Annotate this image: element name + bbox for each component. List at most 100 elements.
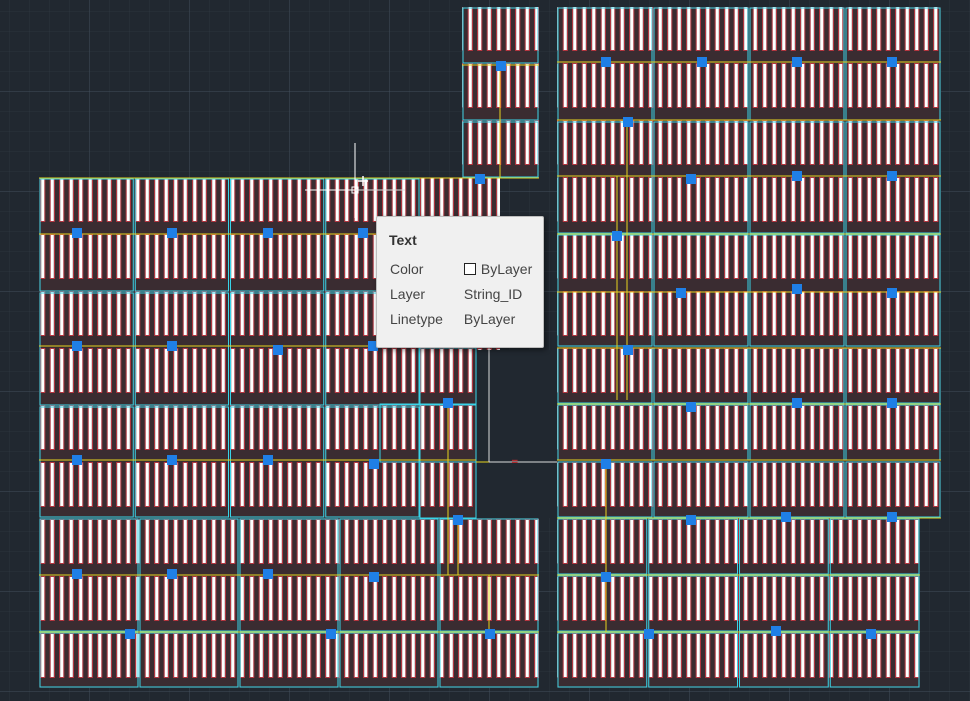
grip-handle[interactable] <box>72 341 82 351</box>
grip-handle[interactable] <box>453 515 463 525</box>
grip-handle[interactable] <box>125 629 135 639</box>
tooltip-title: Text <box>389 232 417 248</box>
block-boundary <box>39 632 139 688</box>
grip-handle[interactable] <box>443 398 453 408</box>
marker-glyph: = <box>511 457 519 467</box>
grip-handle[interactable] <box>887 171 897 181</box>
block-boundary <box>739 632 829 688</box>
block-boundary <box>134 178 229 292</box>
grip-handle[interactable] <box>369 572 379 582</box>
block-boundary <box>749 461 845 518</box>
block-boundary <box>653 121 749 234</box>
tooltip-label-layer: Layer <box>390 286 426 302</box>
block-boundary <box>557 632 648 688</box>
block-boundary <box>134 292 229 406</box>
grip-handle[interactable] <box>676 288 686 298</box>
block-boundary <box>379 403 477 463</box>
block-boundary <box>648 632 738 688</box>
block-boundary <box>39 406 134 518</box>
block-boundary <box>39 292 134 406</box>
grip-handle[interactable] <box>263 455 273 465</box>
grip-handle[interactable] <box>887 398 897 408</box>
grip-handle[interactable] <box>167 569 177 579</box>
block-boundary <box>749 234 845 347</box>
pickbox <box>351 186 359 194</box>
grip-handle[interactable] <box>496 61 506 71</box>
grip-handle[interactable] <box>601 57 611 67</box>
block-boundary <box>653 461 749 518</box>
block-boundary <box>648 575 738 632</box>
tooltip-row-color: Color ByLayer <box>390 261 532 277</box>
grip-handle[interactable] <box>358 228 368 238</box>
block-boundaries <box>39 7 941 688</box>
grip-handle[interactable] <box>263 228 273 238</box>
block-boundary <box>749 121 845 234</box>
crosshair-cursor <box>305 143 368 218</box>
grip-handle[interactable] <box>644 629 654 639</box>
block-boundary <box>230 292 325 406</box>
block-boundary <box>139 632 239 688</box>
string-wires: = <box>39 61 941 633</box>
block-boundary <box>557 121 653 234</box>
grip-handle[interactable] <box>686 402 696 412</box>
grip-handle[interactable] <box>781 512 791 522</box>
grip-handle[interactable] <box>326 629 336 639</box>
block-boundary <box>39 178 134 292</box>
grip-handle[interactable] <box>475 174 485 184</box>
module-area <box>500 518 539 688</box>
module-area <box>557 7 941 518</box>
block-boundary <box>239 632 339 688</box>
grip-handle[interactable] <box>686 515 696 525</box>
grip-handle[interactable] <box>167 455 177 465</box>
block-boundary <box>845 121 941 234</box>
grip-handle[interactable] <box>792 284 802 294</box>
grip-handle[interactable] <box>368 341 378 351</box>
tooltip-value-linetype: ByLayer <box>463 311 516 327</box>
grip-handle[interactable] <box>72 569 82 579</box>
block-boundary <box>829 518 920 575</box>
grip-handle[interactable] <box>792 57 802 67</box>
string-id-grips[interactable] <box>72 57 897 639</box>
module-area <box>557 518 920 688</box>
block-boundary <box>339 632 439 688</box>
block-boundary <box>325 292 420 406</box>
grip-handle[interactable] <box>167 341 177 351</box>
grip-handle[interactable] <box>612 231 622 241</box>
block-boundary <box>845 234 941 347</box>
grip-handle[interactable] <box>601 572 611 582</box>
grip-handle[interactable] <box>792 171 802 181</box>
grip-handle[interactable] <box>263 569 273 579</box>
white-square-icon <box>463 263 476 275</box>
block-boundary <box>230 406 325 518</box>
grip-handle[interactable] <box>697 57 707 67</box>
grip-handle[interactable] <box>887 288 897 298</box>
snap-marker-icon <box>358 176 368 186</box>
tooltip-value-layer: String_ID <box>463 286 523 302</box>
grip-handle[interactable] <box>273 345 283 355</box>
block-boundary <box>557 234 653 347</box>
grip-handle[interactable] <box>887 57 897 67</box>
grip-handle[interactable] <box>623 117 633 127</box>
grip-handle[interactable] <box>369 459 379 469</box>
grip-handle[interactable] <box>686 174 696 184</box>
grip-handle[interactable] <box>72 455 82 465</box>
tooltip-row-layer: Layer String_ID <box>390 286 522 302</box>
grip-handle[interactable] <box>623 345 633 355</box>
tooltip-label-linetype: Linetype <box>390 311 443 327</box>
grip-handle[interactable] <box>771 626 781 636</box>
grip-handle[interactable] <box>601 459 611 469</box>
grip-handle[interactable] <box>167 228 177 238</box>
grip-handle[interactable] <box>72 228 82 238</box>
aisle <box>476 350 557 518</box>
grip-handle[interactable] <box>792 398 802 408</box>
rollover-tooltip: Text Color ByLayer Layer String_ID Linet… <box>376 216 544 348</box>
block-boundary <box>230 178 325 292</box>
grip-handle[interactable] <box>485 629 495 639</box>
tooltip-label-color: Color <box>390 261 424 277</box>
tooltip-value-color: ByLayer <box>480 261 533 277</box>
grip-handle[interactable] <box>866 629 876 639</box>
grip-handle[interactable] <box>887 512 897 522</box>
block-boundary <box>134 406 229 518</box>
